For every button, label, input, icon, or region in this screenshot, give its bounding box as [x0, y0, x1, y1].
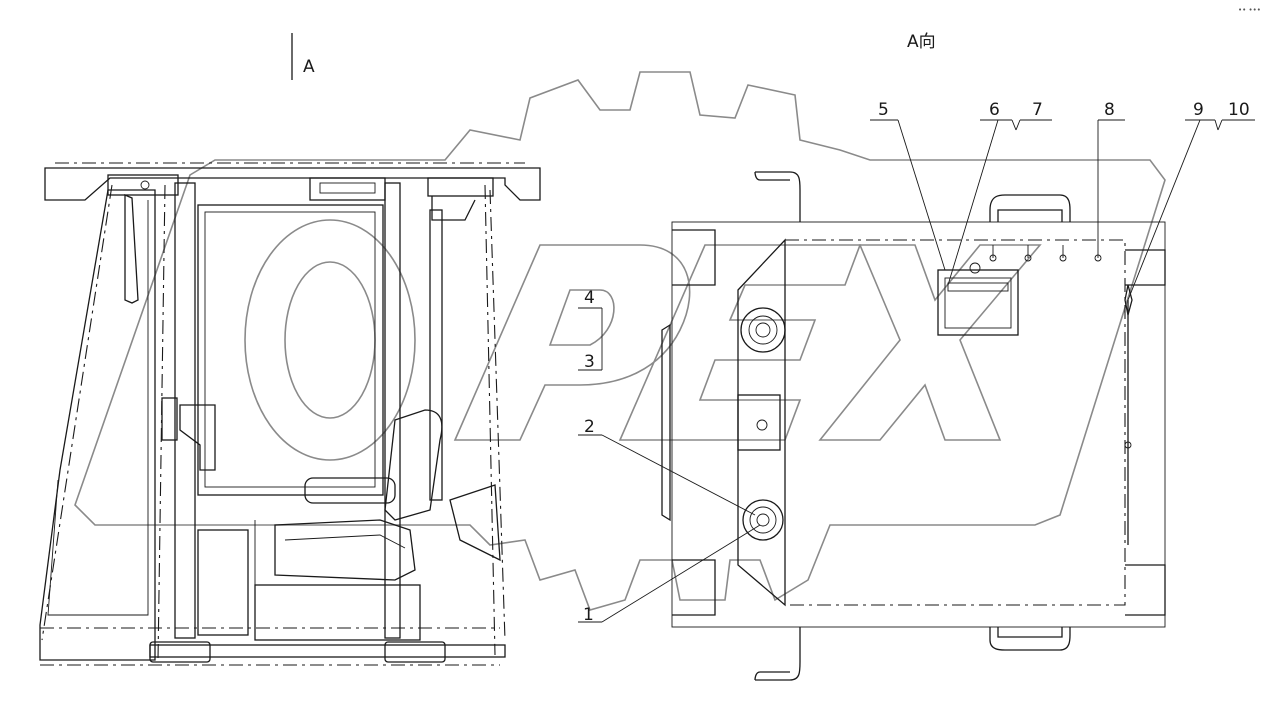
corner-mark: •• ••• — [1238, 6, 1261, 14]
callout-7: 7 — [1032, 100, 1043, 120]
cab-side-view — [39, 162, 541, 666]
callout-labels: 1 2 3 4 5 6 7 8 9 10 — [583, 100, 1250, 625]
callout-9: 9 — [1193, 100, 1204, 120]
cab-view-a — [661, 171, 1166, 681]
callout-leaders — [578, 119, 1255, 623]
callout-4: 4 — [584, 288, 595, 308]
callout-8: 8 — [1104, 100, 1115, 120]
view-marker-a: A — [291, 33, 315, 80]
callout-5: 5 — [878, 100, 889, 120]
callout-2: 2 — [584, 417, 595, 437]
opex-watermark-logo — [74, 71, 1166, 611]
view-marker-label: A — [303, 57, 315, 77]
callout-3: 3 — [584, 352, 595, 372]
callout-6: 6 — [989, 100, 1000, 120]
callout-10: 10 — [1228, 100, 1250, 120]
view-a-title: A向 — [907, 32, 936, 52]
callout-1: 1 — [583, 605, 594, 625]
